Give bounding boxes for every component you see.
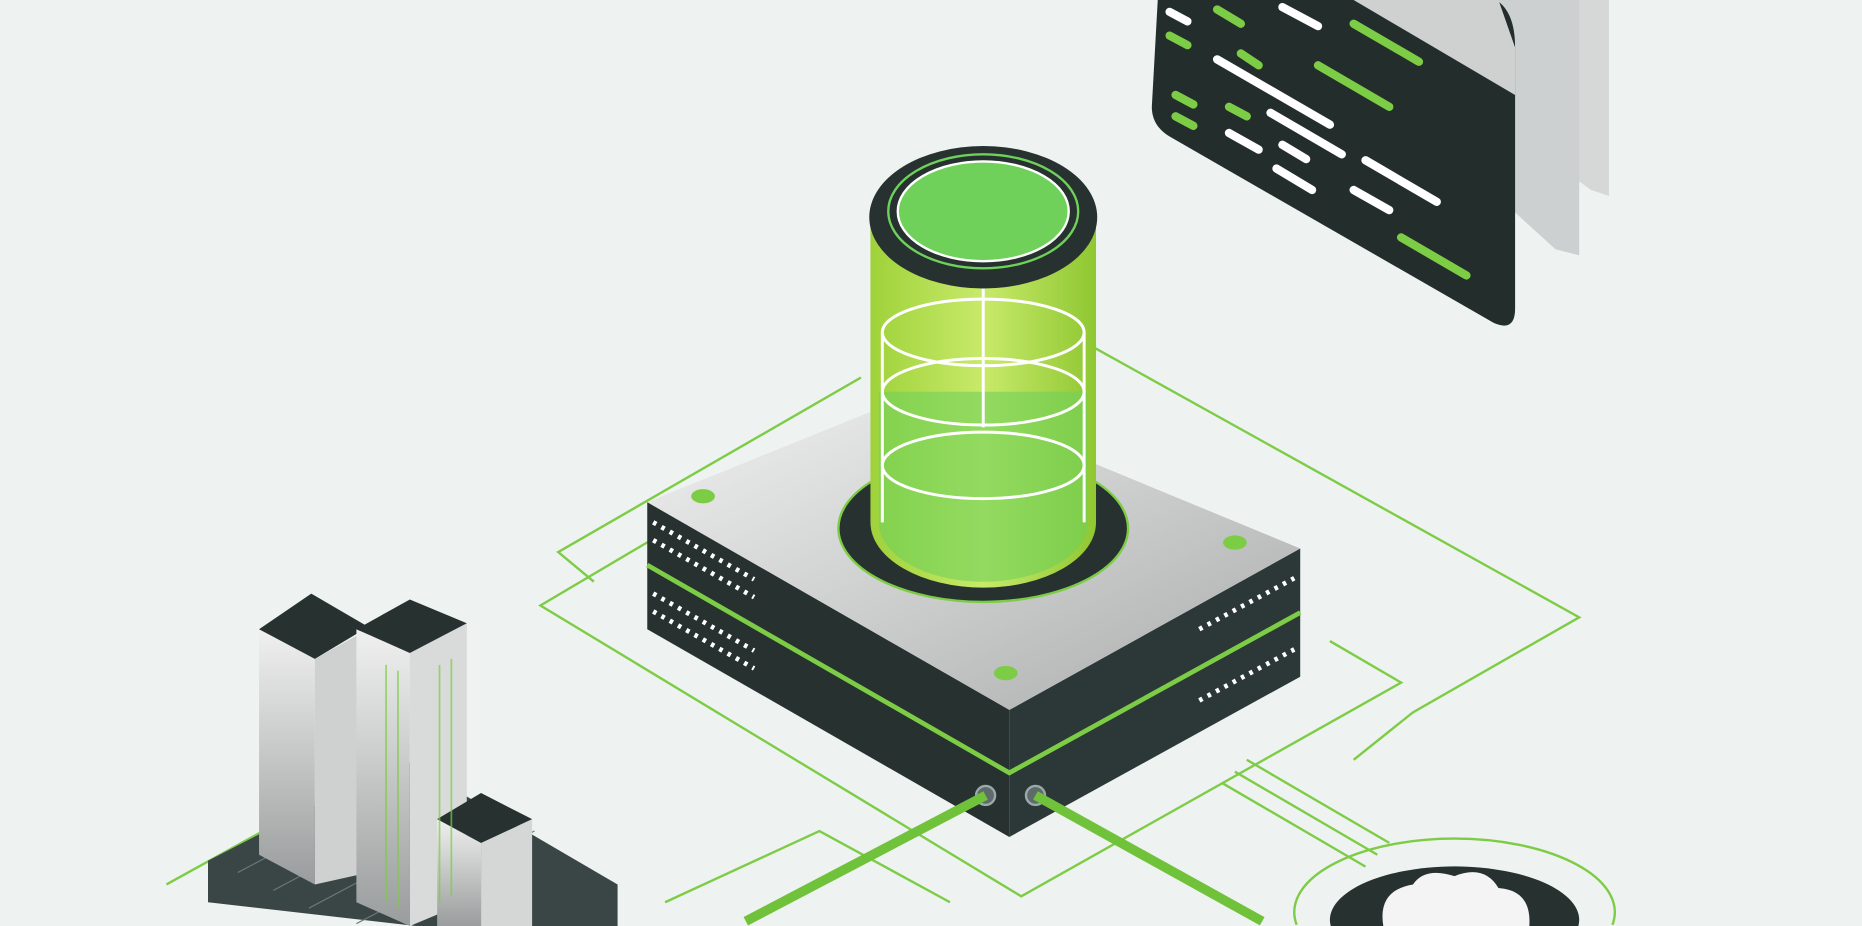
database-cylinder-icon [837,146,1130,604]
cloud-icon [1293,837,1616,926]
terminal-window-icon [1151,0,1609,326]
office-buildings-icon [208,593,618,926]
circuit-lines [165,345,1582,904]
